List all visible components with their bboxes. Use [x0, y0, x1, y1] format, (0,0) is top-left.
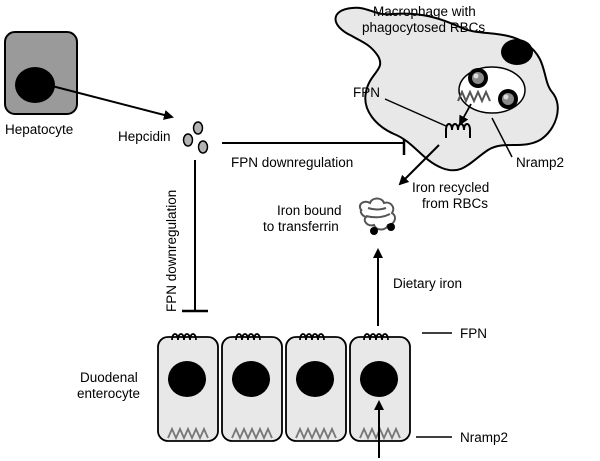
iron-recycled-label-line1: Iron recycled — [412, 180, 489, 195]
fpn-macrophage-pointer — [384, 98, 447, 127]
nramp2-macrophage-label: Nramp2 — [516, 155, 564, 170]
enterocyte-cell — [349, 333, 411, 442]
macrophage-cell — [334, 6, 559, 172]
iron-recycled-arrow — [398, 144, 440, 186]
duodenal-label-line2: enterocyte — [77, 386, 140, 401]
hepcidin-secretion-arrow — [51, 85, 174, 120]
fpn-macrophage-label: FPN — [353, 85, 380, 100]
hepatocyte-cell — [4, 31, 78, 115]
macrophage-label-line2: phagocytosed RBCs — [362, 20, 485, 35]
duodenal-label-line1: Duodenal — [80, 370, 138, 385]
macrophage-nramp2-transporter — [457, 89, 491, 104]
fpn-enterocyte-label: FPN — [460, 326, 487, 341]
enterocyte-cell — [285, 333, 347, 442]
enterocyte-cell — [157, 333, 219, 442]
iron-recycled-label-line2: from RBCs — [422, 196, 488, 211]
enterocyte-cell — [221, 333, 283, 442]
hepcidin-molecules — [182, 121, 209, 154]
hepcidin-label: Hepcidin — [118, 129, 171, 144]
macrophage-label-line1: Macrophage with — [373, 4, 476, 19]
duodenal-enterocytes — [157, 333, 411, 442]
fpn-downregulation-horizontal-label: FPN downregulation — [231, 155, 353, 170]
iron-bound-label-line1: Iron bound — [277, 203, 342, 218]
transferrin-molecule — [358, 197, 396, 235]
fpn-downregulation-enterocyte-inhibitor — [182, 160, 208, 313]
fpn-downregulation-macrophage-inhibitor — [222, 131, 406, 155]
iron-bound-label-line2: to transferrin — [263, 219, 339, 234]
fpn-downregulation-vertical-label: FPN downregulation — [164, 190, 179, 312]
nramp2-macrophage-pointer — [491, 117, 513, 158]
hepatocyte-label: Hepatocyte — [5, 122, 73, 137]
dietary-iron-label: Dietary iron — [393, 276, 462, 291]
nramp2-enterocyte-label: Nramp2 — [460, 430, 508, 445]
phagosome-export-arrow — [459, 103, 472, 126]
